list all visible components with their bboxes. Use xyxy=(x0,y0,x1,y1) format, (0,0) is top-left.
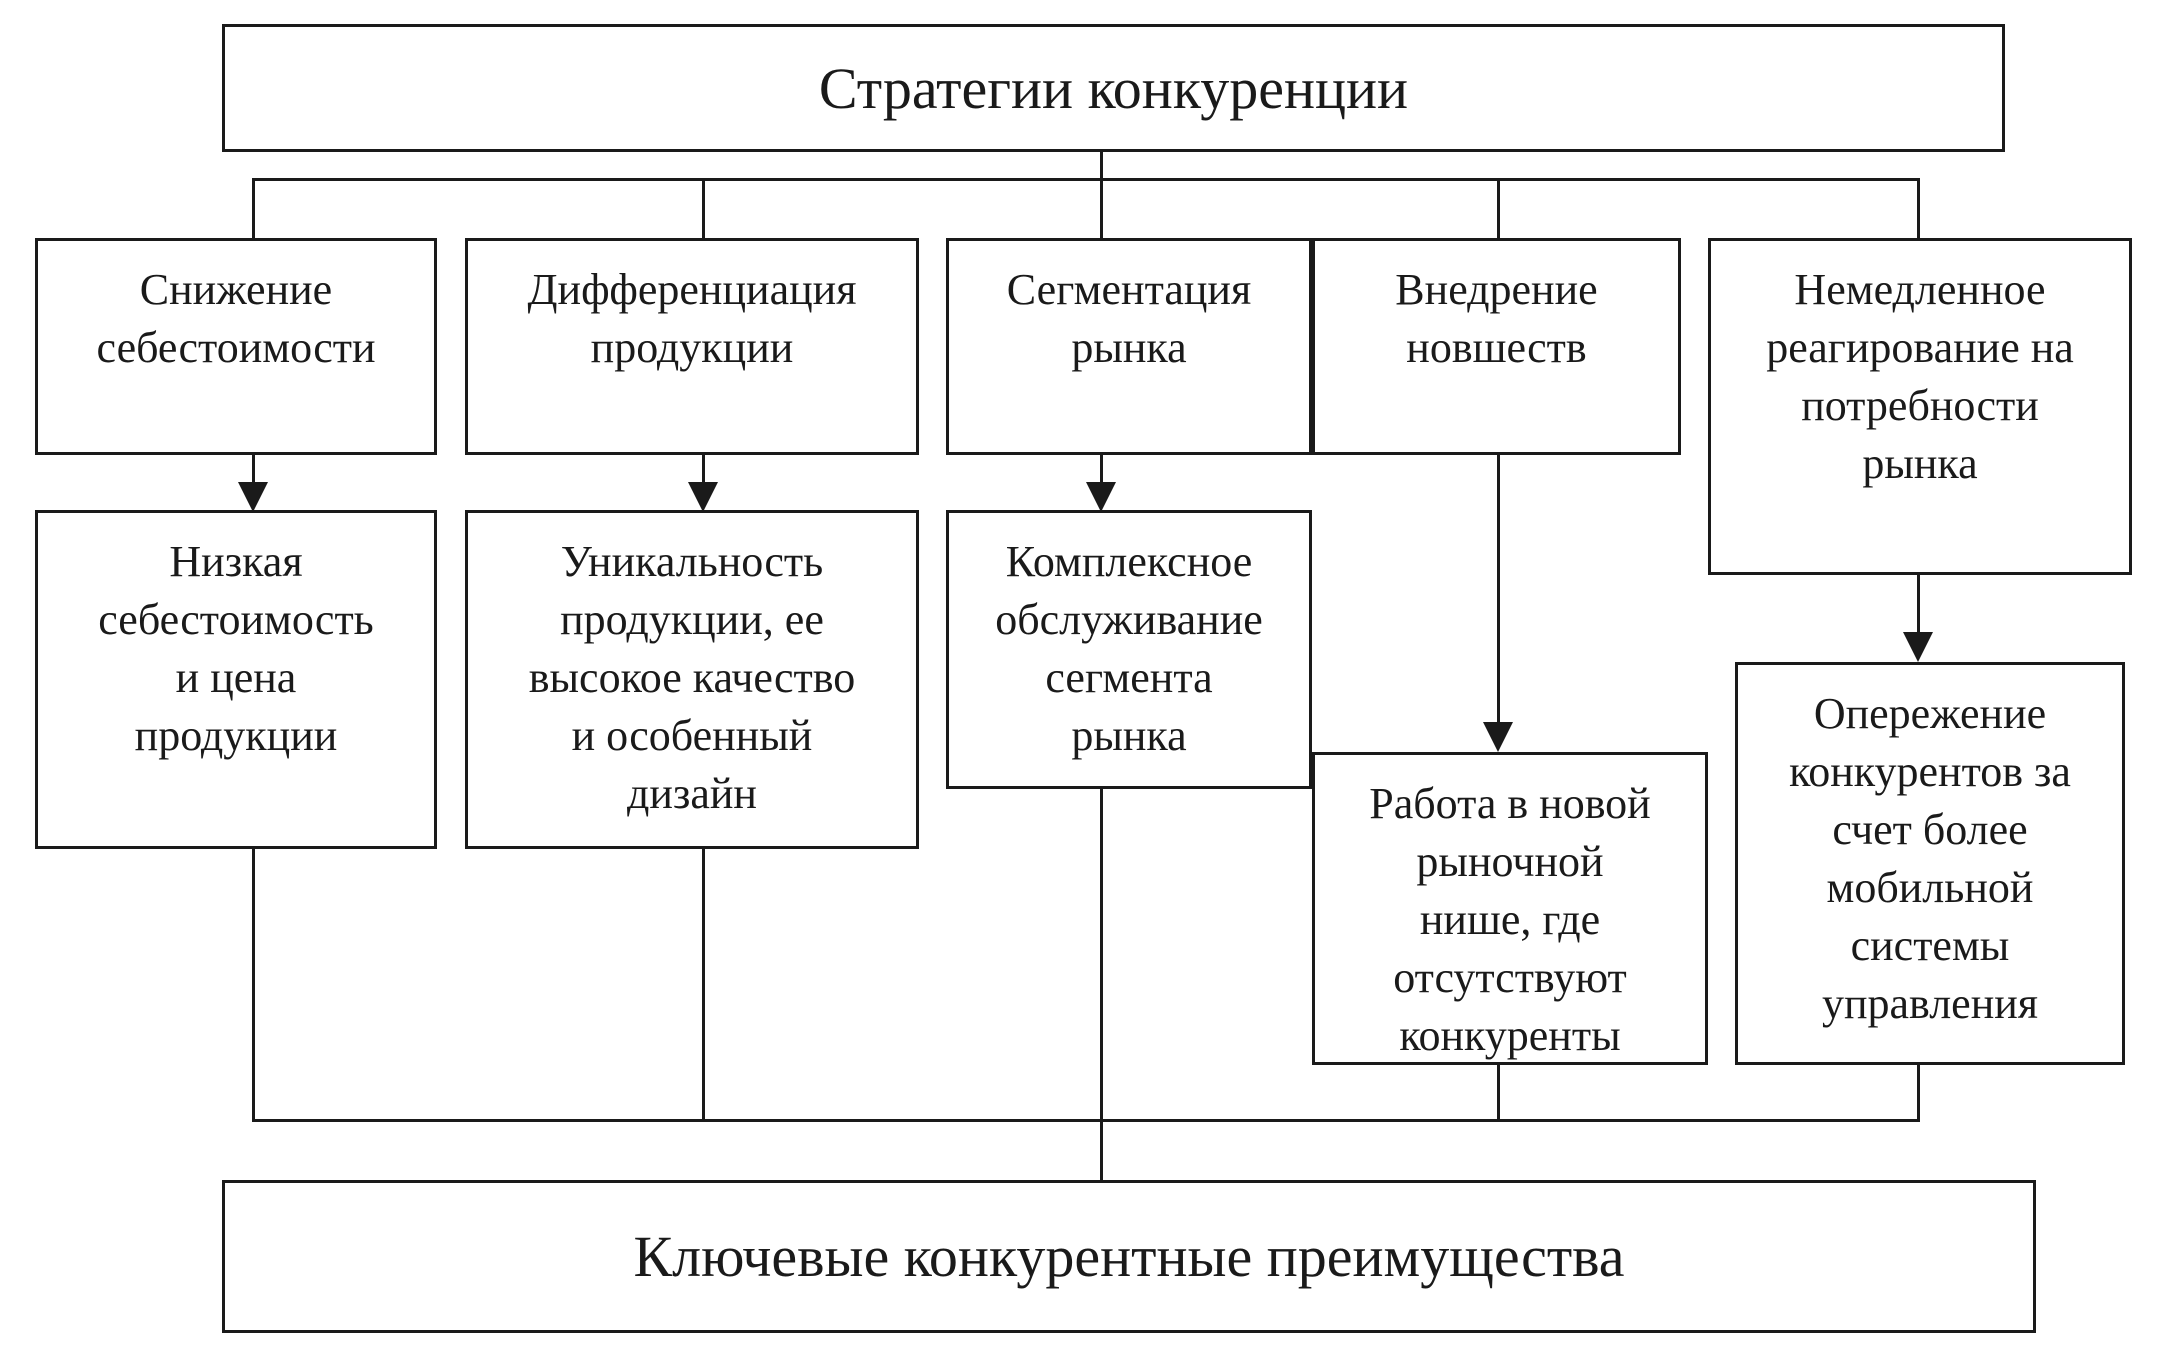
connector-rise-4 xyxy=(1497,1062,1500,1122)
strategy-box-innovation: Внедрение новшеств xyxy=(1312,238,1681,455)
connector-rise-3 xyxy=(1100,786,1103,1182)
connector-drop-5 xyxy=(1917,178,1920,240)
outcome-box-low-cost: Низкая себестоимость и цена продукции xyxy=(35,510,437,849)
outcome-box-new-niche: Работа в новой рыночной нише, где отсутс… xyxy=(1312,752,1708,1065)
strategy-label-2: Дифференциация продукции xyxy=(527,265,857,372)
outcome-box-segment-service: Комплексное обслуживание сегмента рынка xyxy=(946,510,1312,789)
bottom-box-label: Ключевые конкурентные преимущества xyxy=(633,1224,1625,1289)
outcome-box-outpacing-competitors: Опережение конкурентов за счет более моб… xyxy=(1735,662,2125,1065)
outcome-label-3: Комплексное обслуживание сегмента рынка xyxy=(995,537,1263,760)
bottom-box: Ключевые конкурентные преимущества xyxy=(222,1180,2036,1333)
strategy-label-1: Снижение себестоимости xyxy=(96,265,376,372)
arrow-outcome-2 xyxy=(688,482,718,512)
outcome-label-4: Работа в новой рыночной нише, где отсутс… xyxy=(1369,779,1651,1060)
strategy-label-4: Внедрение новшеств xyxy=(1395,265,1598,372)
connector-top-trunk xyxy=(1100,149,1103,179)
strategy-box-cost-reduction: Снижение себестоимости xyxy=(35,238,437,455)
connector-drop-3 xyxy=(1100,178,1103,240)
strategy-box-differentiation: Дифференциация продукции xyxy=(465,238,919,455)
outcome-box-uniqueness: Уникальность продукции, ее высокое качес… xyxy=(465,510,919,849)
top-box-label: Стратегии конкуренции xyxy=(818,55,1409,121)
arrow-outcome-5 xyxy=(1903,632,1933,662)
connector-drop-4 xyxy=(1497,178,1500,240)
connector-drop-2 xyxy=(702,178,705,240)
strategy-box-rapid-response: Немедленное реагирование на потребности … xyxy=(1708,238,2132,575)
top-box: Стратегии конкуренции xyxy=(222,24,2005,152)
arrow-outcome-4 xyxy=(1483,722,1513,752)
outcome-label-5: Опережение конкурентов за счет более моб… xyxy=(1789,689,2071,1028)
arrow-outcome-3 xyxy=(1086,482,1116,512)
strategy-box-segmentation: Сегментация рынка xyxy=(946,238,1312,455)
outcome-label-2: Уникальность продукции, ее высокое качес… xyxy=(528,537,856,818)
connector-strategy-1-to-outcome xyxy=(252,452,255,482)
arrow-outcome-1 xyxy=(238,482,268,512)
connector-drop-1 xyxy=(252,178,255,240)
connector-top-bus xyxy=(252,178,1920,181)
connector-strategy-4-to-outcome xyxy=(1497,452,1500,722)
connector-bottom-bus xyxy=(252,1119,1920,1122)
connector-strategy-3-to-outcome xyxy=(1100,452,1103,482)
connector-rise-2 xyxy=(702,846,705,1122)
connector-strategy-2-to-outcome xyxy=(702,452,705,482)
connector-strategy-5-to-outcome xyxy=(1917,572,1920,632)
strategy-label-3: Сегментация рынка xyxy=(1006,265,1252,372)
connector-rise-1 xyxy=(252,846,255,1122)
connector-rise-5 xyxy=(1917,1062,1920,1122)
strategy-label-5: Немедленное реагирование на потребности … xyxy=(1766,265,2074,488)
outcome-label-1: Низкая себестоимость и цена продукции xyxy=(98,537,374,760)
